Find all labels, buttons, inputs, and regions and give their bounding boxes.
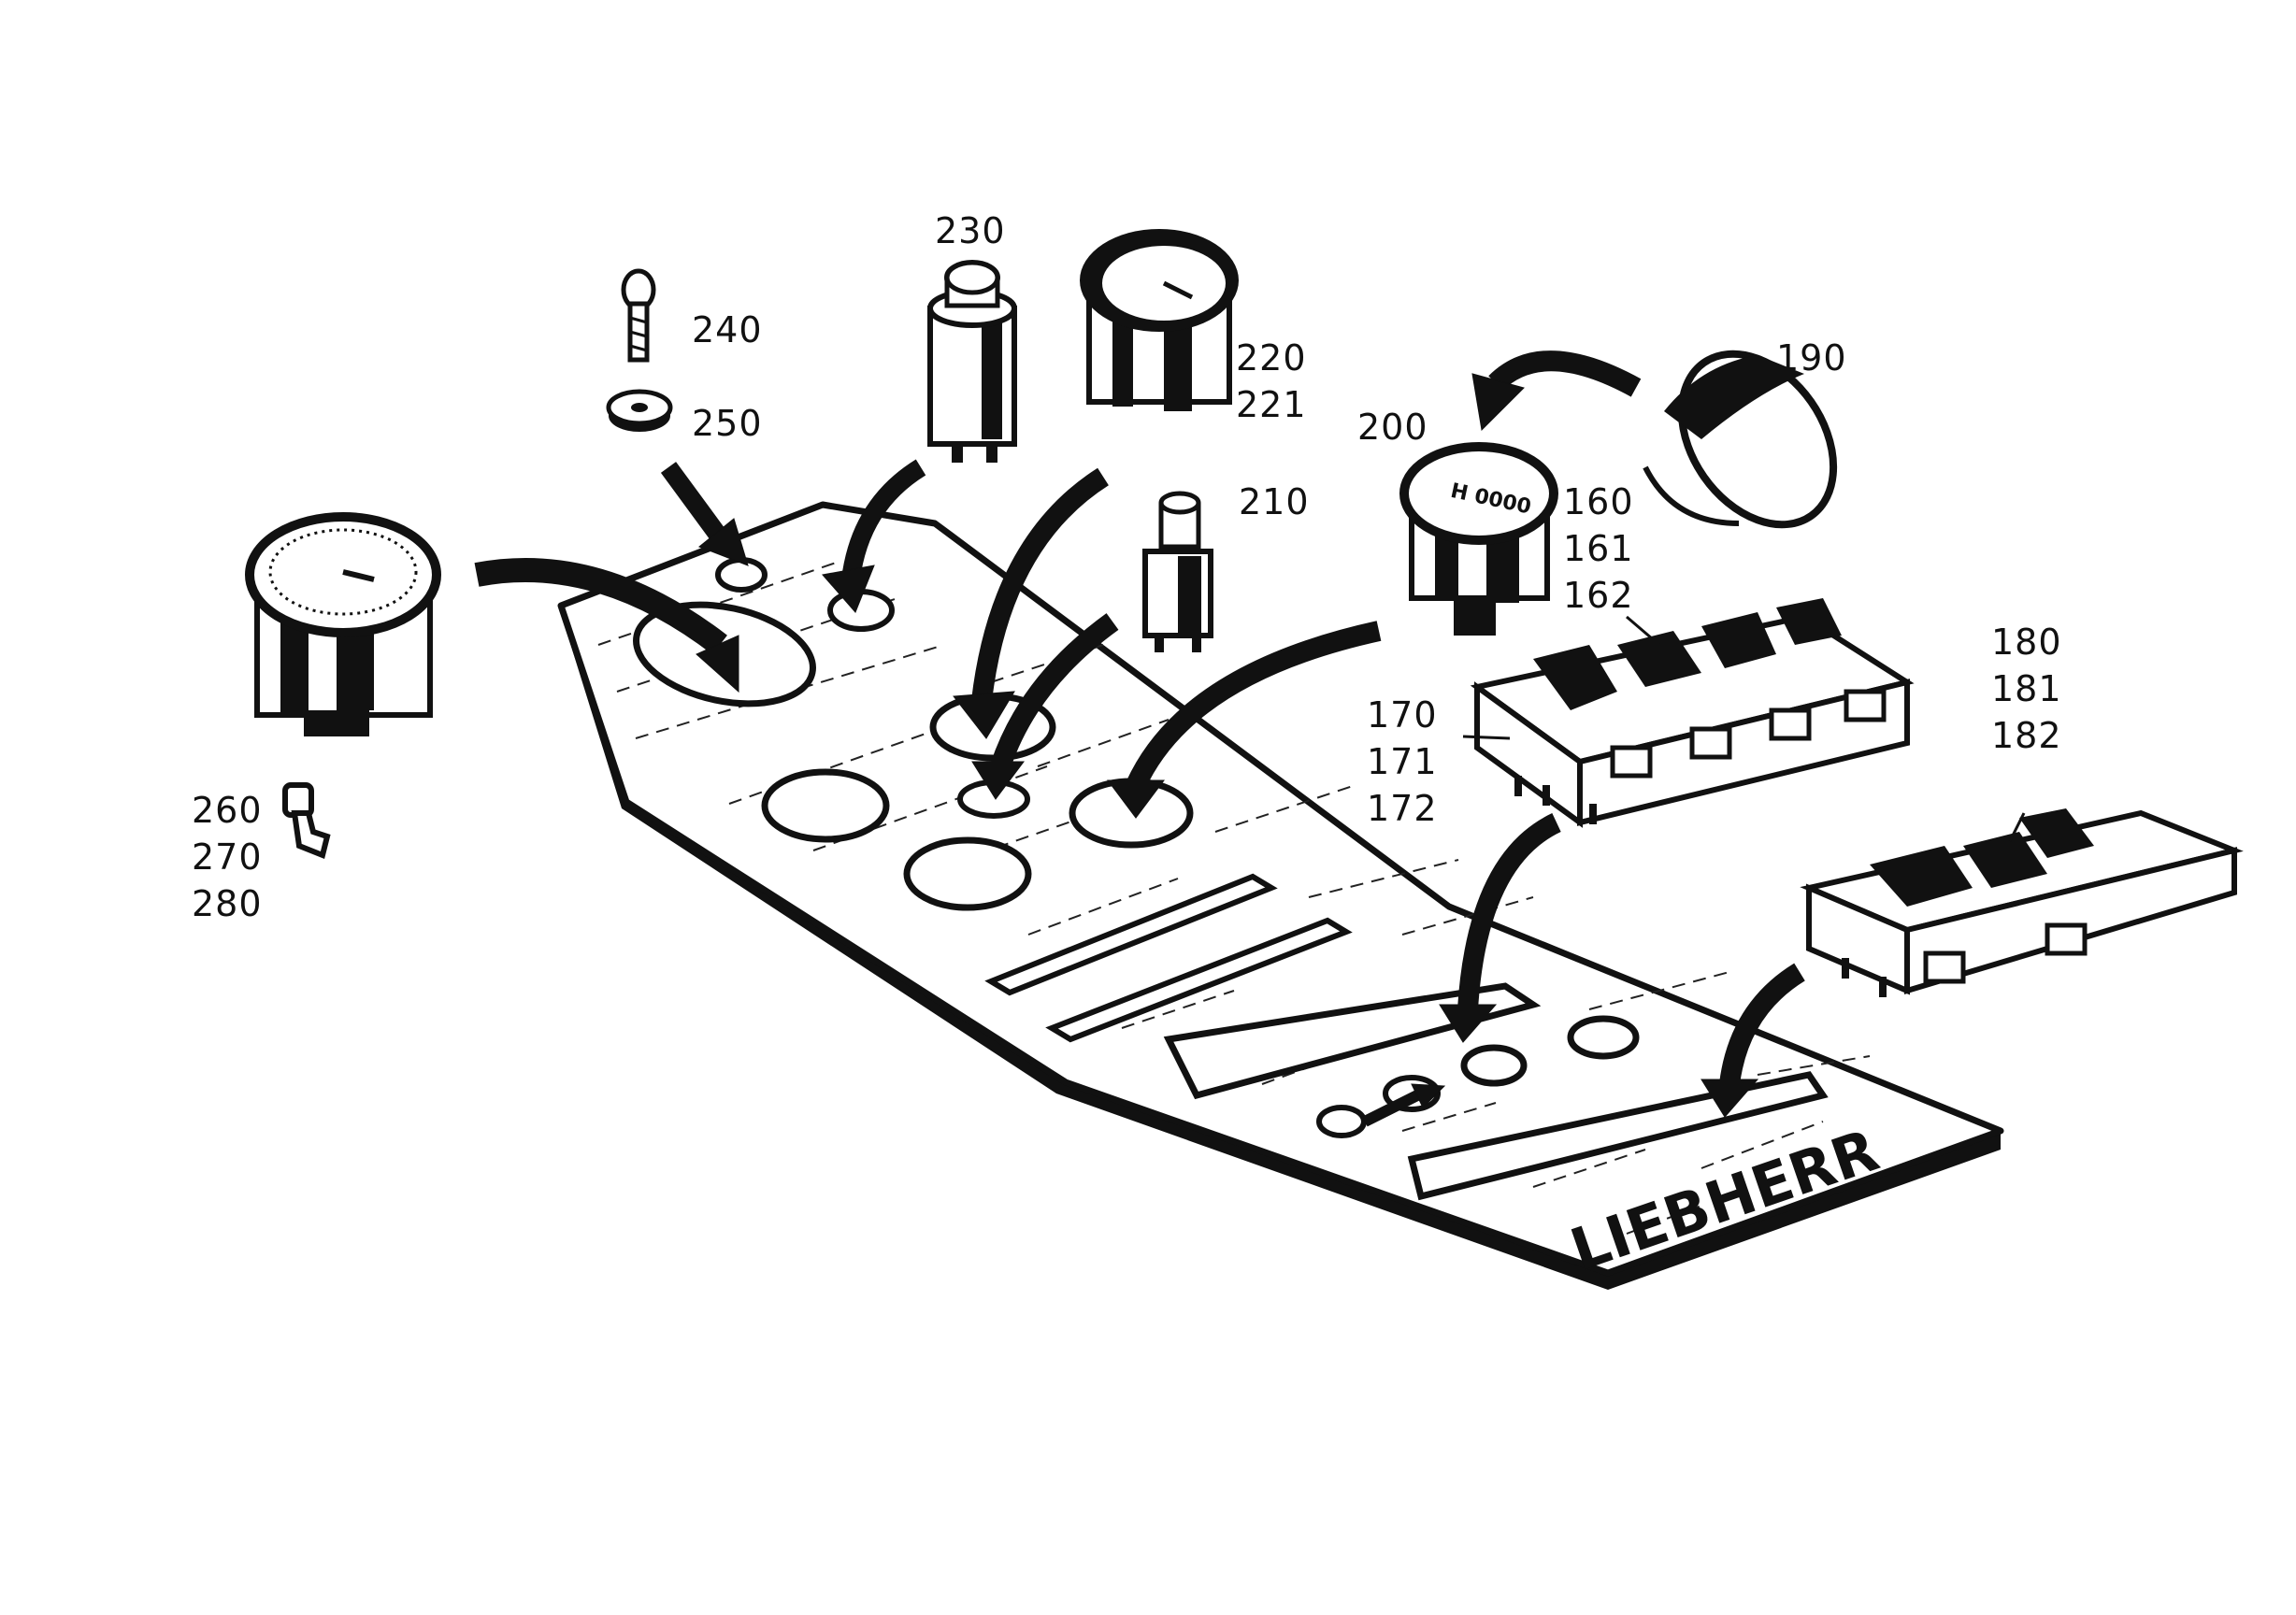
bezel: [1643, 350, 1838, 529]
callout-220: 220 221: [1236, 335, 1307, 428]
callout-text: 270: [192, 836, 263, 878]
rocker-switch-bank-top: [1470, 598, 1915, 828]
callout-text: 190: [1776, 337, 1847, 379]
nut: [606, 389, 673, 432]
assembly-arrows: [474, 350, 1805, 1127]
callout-190: 190: [1776, 335, 1847, 381]
callout-text: 170: [1367, 694, 1438, 736]
callout-text: 180: [1991, 622, 2062, 663]
callout-text: 171: [1367, 741, 1438, 782]
rotary-switch: [927, 260, 1017, 463]
large-gauge: [245, 512, 441, 736]
callout-text: 240: [692, 309, 763, 350]
callout-text: 200: [1357, 407, 1428, 448]
screw: [621, 268, 656, 363]
callout-text: 280: [192, 883, 263, 924]
callout-text: 172: [1367, 788, 1438, 829]
callout-text: 230: [935, 210, 1006, 251]
callout-text: 260: [192, 790, 263, 831]
gauge-220: [1080, 229, 1239, 411]
leader-lines: [1462, 615, 2026, 842]
callout-230: 230: [935, 207, 1006, 254]
callout-200: 200: [1357, 404, 1428, 450]
callout-250: 250: [692, 400, 763, 447]
callout-180: 180 181 182: [1991, 619, 2062, 759]
callout-240: 240: [692, 307, 763, 353]
callout-text: 182: [1991, 715, 2062, 756]
callout-260: 260 270 280: [192, 787, 263, 927]
gauge-200: H 0000: [1399, 442, 1558, 636]
callout-text: 162: [1563, 575, 1634, 616]
callout-text: 220: [1236, 337, 1307, 379]
callout-text: 181: [1991, 668, 2062, 709]
callout-170: 170 171 172: [1367, 692, 1438, 832]
callout-text: 210: [1239, 481, 1310, 522]
push-button: [1142, 491, 1213, 652]
callout-text: 221: [1236, 384, 1307, 425]
dashboard-panel: LIEBHERR: [557, 501, 2004, 1290]
callout-160: 160 161 162: [1563, 479, 1634, 619]
rocker-switch-bank-bottom: [1800, 808, 2244, 997]
callout-text: 161: [1563, 528, 1634, 569]
callout-text: 160: [1563, 481, 1634, 522]
callout-210: 210: [1239, 479, 1310, 525]
callout-text: 250: [692, 403, 763, 444]
elbow-fitting: [282, 782, 331, 860]
